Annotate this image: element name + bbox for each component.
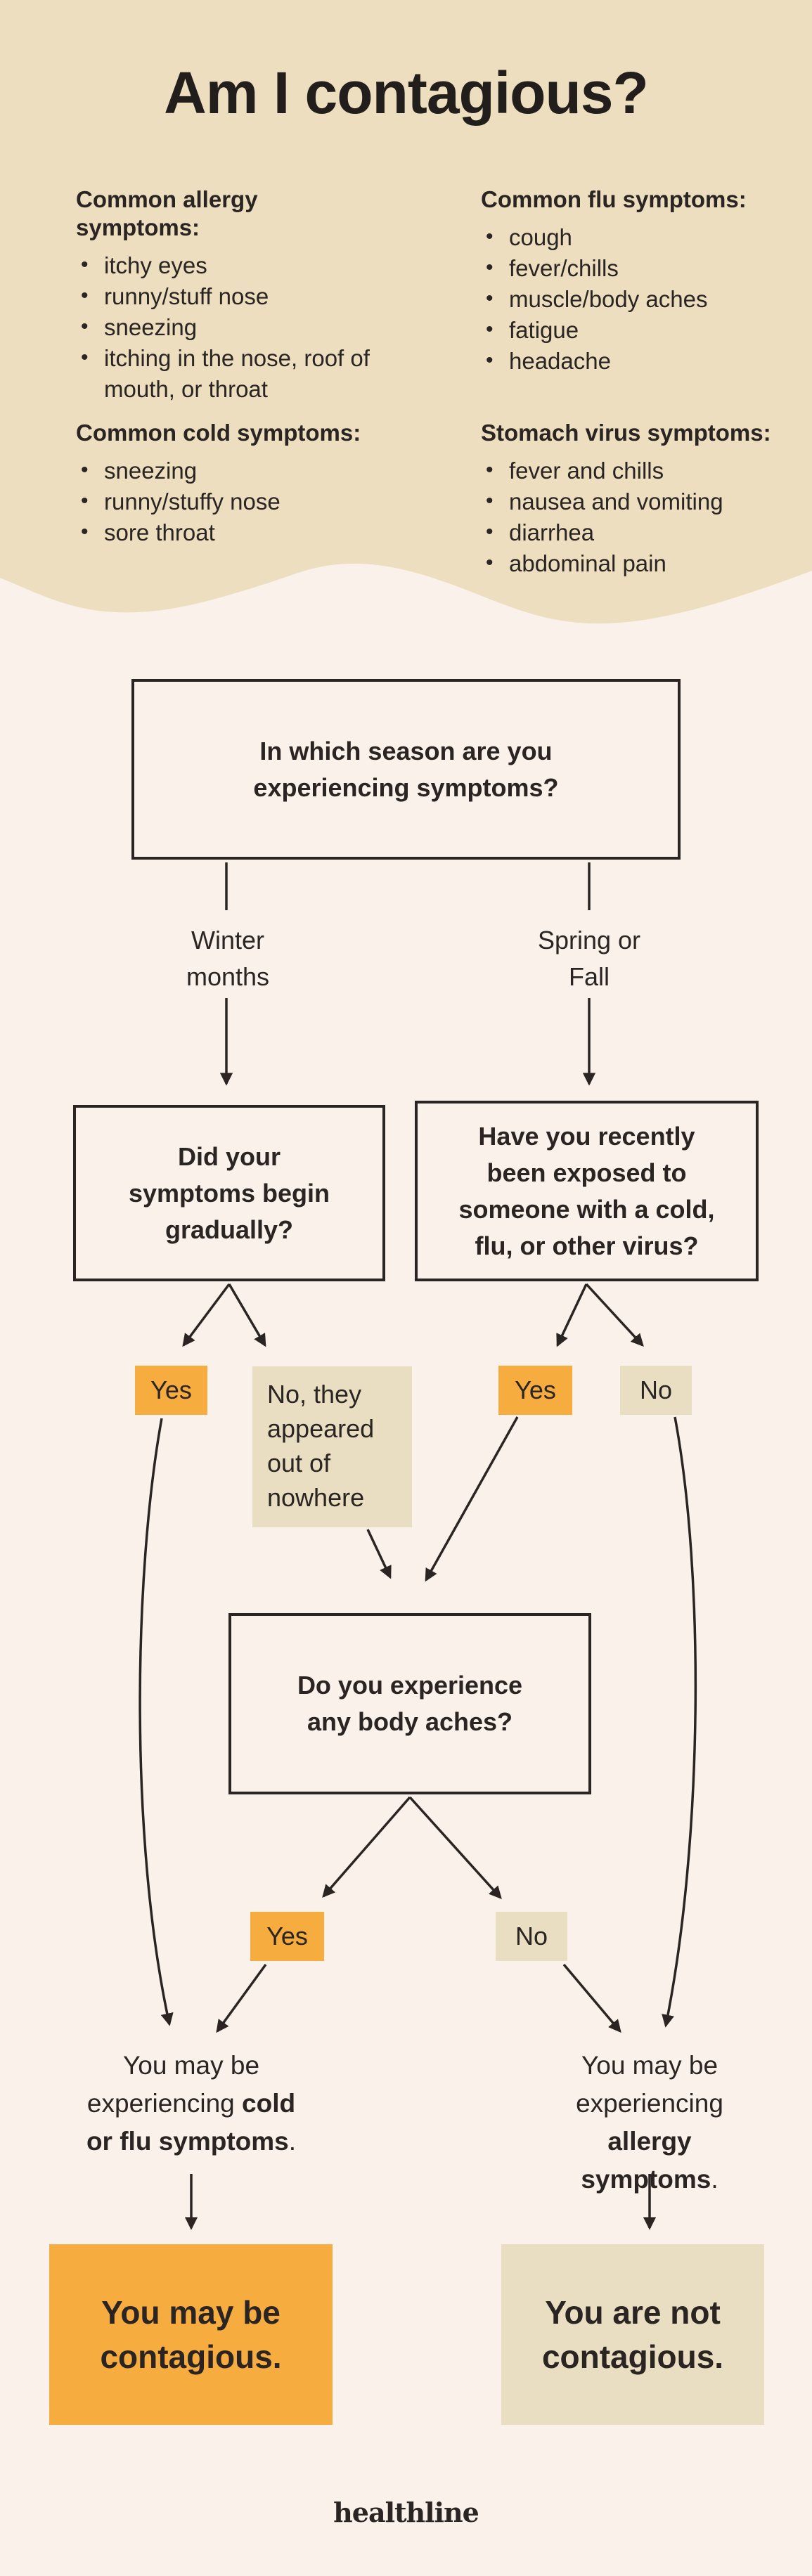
symptom-item: sore throat	[76, 517, 385, 548]
question-gradual-text: Did your symptoms begin gradually?	[128, 1141, 330, 1244]
allergy-symptoms-group: Common allergy symptoms: itchy eyes runn…	[76, 186, 385, 405]
symptom-list: cough fever/chills muscle/body aches fat…	[481, 221, 790, 377]
page-title: Am I contagious?	[164, 60, 649, 126]
symptom-item: fever and chills	[481, 455, 790, 486]
symptom-item: muscle/body aches	[481, 283, 790, 315]
symptom-item: diarrhea	[481, 517, 790, 548]
symptom-item: runny/stuffy nose	[76, 486, 385, 517]
final-contagious-text: You may be contagious.	[100, 2293, 282, 2375]
arrow-no3-to-allergy-result	[562, 1963, 621, 2033]
healthline-logo: healthline	[333, 2497, 479, 2528]
branch-label-spring-or-fall: Spring or Fall	[537, 926, 641, 991]
arrow-no2-to-allergy-result	[662, 1416, 697, 2028]
question-season-box: In which season are you experiencing sym…	[131, 679, 681, 860]
arrow-bodyaches-to-yes	[322, 1796, 411, 1898]
result-bold: allergy symptoms	[581, 2127, 711, 2194]
arrow-bodyaches-to-no	[408, 1796, 502, 1900]
answer-exposed-yes-chip: Yes	[498, 1366, 572, 1415]
arrow-exposed-to-yes	[556, 1283, 588, 1347]
symptom-item: headache	[481, 345, 790, 377]
arrow-gradual-to-yes	[182, 1283, 231, 1347]
result-prefix: You may be experiencing	[576, 2051, 723, 2118]
arrow-yes3-to-coldflu-result	[216, 1963, 267, 2033]
answer-gradual-yes-chip: Yes	[135, 1366, 207, 1415]
question-body-aches-text: Do you experience any body aches?	[297, 1671, 523, 1736]
symptom-group-title: Common allergy symptoms:	[76, 186, 258, 240]
symptom-group-title: Common cold symptoms:	[76, 420, 361, 446]
symptom-list: fever and chills nausea and vomiting dia…	[481, 455, 790, 579]
symptom-item: fatigue	[481, 314, 790, 346]
symptom-item: abdominal pain	[481, 548, 790, 579]
flu-symptoms-group: Common flu symptoms: cough fever/chills …	[481, 186, 790, 377]
question-body-aches-box: Do you experience any body aches?	[228, 1613, 591, 1794]
arrow-nothey-to-bodyaches	[366, 1529, 392, 1579]
question-exposed-text: Have you recently been exposed to someon…	[458, 1121, 715, 1260]
answer-exposed-no-chip: No	[620, 1366, 692, 1415]
question-season-text: In which season are you experiencing sym…	[253, 736, 559, 802]
symptom-item: cough	[481, 221, 790, 253]
arrow-yes2-to-bodyaches	[425, 1416, 519, 1582]
result-cold-flu-text: You may be experiencing cold or flu symp…	[79, 2047, 304, 2161]
stomach-virus-symptoms-group: Stomach virus symptoms: fever and chills…	[481, 419, 790, 579]
cold-symptoms-group: Common cold symptoms: sneezing runny/stu…	[76, 419, 385, 548]
symptom-item: fever/chills	[481, 252, 790, 284]
symptom-item: sneezing	[76, 455, 385, 486]
symptom-list: itchy eyes runny/stuff nose sneezing itc…	[76, 250, 385, 405]
symptom-group-title: Common flu symptoms:	[481, 186, 747, 212]
answer-aches-no-chip: No	[496, 1912, 567, 1961]
symptom-group-title: Stomach virus symptoms:	[481, 420, 771, 446]
symptom-item: itchy eyes	[76, 250, 371, 281]
final-not-contagious-box: You are not contagious.	[501, 2244, 764, 2425]
question-exposed-box: Have you recently been exposed to someon…	[415, 1101, 759, 1281]
symptom-item: nausea and vomiting	[481, 486, 790, 517]
symptom-item: runny/stuff nose	[76, 280, 371, 312]
answer-aches-yes-chip: Yes	[250, 1912, 324, 1961]
result-suffix: .	[711, 2165, 718, 2194]
symptom-item: itching in the nose, roof of mouth, or t…	[76, 342, 371, 405]
result-prefix: You may be experiencing	[86, 2051, 260, 2118]
result-allergy-text: You may be experiencing allergy symptoms…	[537, 2047, 762, 2199]
arrow-yes1-to-coldflu-result	[138, 1418, 174, 2026]
answer-gradual-no-chip: No, they appeared out of nowhere	[252, 1366, 412, 1527]
final-not-contagious-text: You are not contagious.	[541, 2293, 724, 2375]
symptom-item: sneezing	[76, 311, 371, 343]
result-suffix: .	[288, 2127, 297, 2156]
branch-label-winter-months: Winter months	[186, 926, 270, 991]
symptom-list: sneezing runny/stuffy nose sore throat	[76, 455, 385, 548]
arrow-exposed-to-no	[585, 1283, 644, 1347]
final-contagious-box: You may be contagious.	[49, 2244, 333, 2425]
arrow-gradual-to-no	[228, 1283, 266, 1347]
result-bold: cold or flu symptoms	[86, 2089, 296, 2156]
question-gradual-box: Did your symptoms begin gradually?	[73, 1105, 385, 1281]
